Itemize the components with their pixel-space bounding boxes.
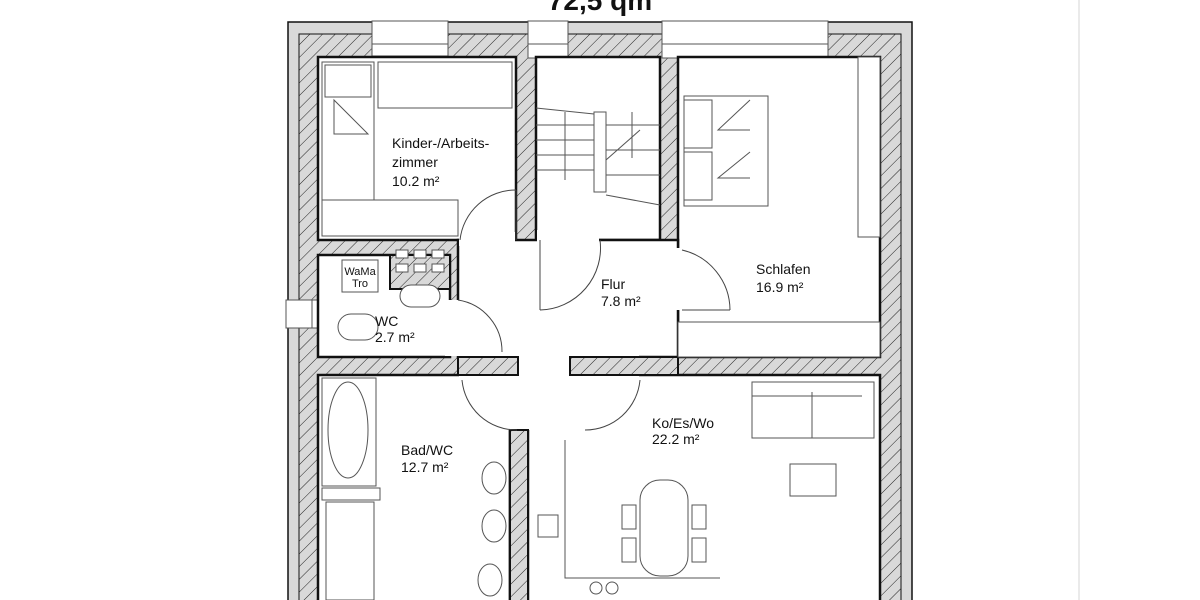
schlafen-area: 16.9 m²	[756, 279, 804, 295]
wohnen-area: 22.2 m²	[652, 431, 700, 447]
windows	[285, 20, 829, 329]
washing-machine-box	[341, 259, 379, 293]
sofa	[751, 381, 875, 439]
staircase	[535, 107, 661, 206]
toilet	[337, 313, 379, 341]
wardrobe-schlafen	[857, 56, 881, 238]
kinder-area: 10.2 m²	[392, 173, 440, 189]
wohnen-label: Ko/Es/Wo	[652, 415, 714, 431]
wc-label: WC	[375, 313, 398, 329]
flur-area: 7.8 m²	[601, 293, 641, 309]
kinder-label-2: zimmer	[392, 154, 438, 170]
desk	[377, 61, 513, 109]
wardrobe	[321, 199, 459, 237]
dryer-label: Tro	[352, 278, 368, 290]
wc-area: 2.7 m²	[375, 329, 415, 345]
washer-label: WaMa	[344, 266, 376, 278]
kinder-label-1: Kinder-/Arbeits-	[392, 135, 490, 151]
bathtub	[321, 377, 377, 487]
room-labels: Kinder-/Arbeits- zimmer 10.2 m² Flur 7.8…	[344, 135, 810, 475]
bad-label: Bad/WC	[401, 442, 453, 458]
doors	[457, 189, 731, 431]
coffee-table	[789, 463, 837, 497]
shower	[325, 501, 375, 600]
bad-area: 12.7 m²	[401, 459, 449, 475]
plan-title: 72,5 qm	[548, 0, 652, 16]
schlafen-label: Schlafen	[756, 261, 810, 277]
flur-label: Flur	[601, 276, 625, 292]
wc-sink	[399, 284, 441, 308]
room-flur	[456, 238, 680, 359]
furniture	[321, 56, 881, 600]
dining-table	[639, 479, 689, 577]
